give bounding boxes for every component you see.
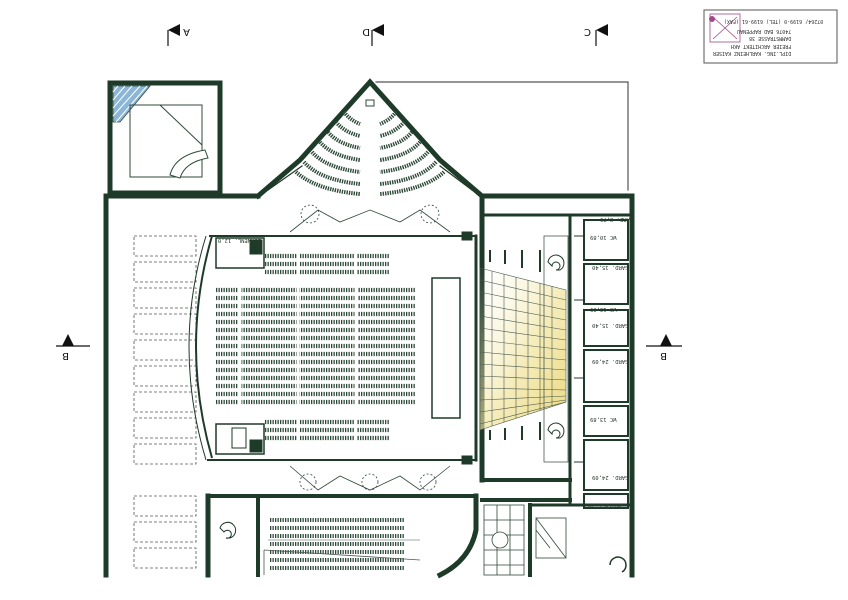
label-noten: NOTEN 5,28 [588,502,621,508]
section-marker-b-left: B [56,334,90,361]
section-marker-b-right-label: B [660,350,667,361]
section-marker-b-left-label: B [62,350,69,361]
label-garderobe-3: GARD. 15,40 [592,322,628,328]
section-marker-d-label: D [362,26,370,37]
building-outline [103,78,635,579]
lower-hall [219,518,421,575]
label-garderobe-2: GARD. 15,40 [592,264,628,270]
foyer-details [289,204,451,491]
label-wc-1: WC 10,89 [590,234,617,240]
balcony-seating [294,110,446,196]
stamp-line-2: FREIER ARCHITEKT AKH [731,43,791,49]
label-garderobe-4: GARD. 24,09 [592,358,628,364]
section-marker-b-right: B [646,334,682,361]
main-hall [188,231,473,465]
lower-stairwell [483,504,627,576]
architect-stamp: DIPL.ING. KARLHEINZ KAISER FREIER ARCHIT… [703,9,838,64]
label-wc-2: WC 13,89 [590,306,617,312]
stage-area [479,235,569,463]
stamp-line-3: DAMMSTRASSE 38 [749,35,791,41]
stamp-line-5: 07264/ 6199-0 (TEL) 6199-61 (FAX) [724,18,823,24]
label-garderobe-1: GARD. 8,70 [600,216,633,222]
section-marker-c: C [584,24,608,46]
section-marker-a: A [167,24,190,46]
stair-tower [112,85,209,179]
section-marker-c-label: C [584,26,591,37]
stamp-line-1: DIPL.ING. KARLHEINZ KAISER [712,50,791,56]
label-garderobe-5: GARD. 24,09 [592,474,628,480]
label-wc-3: WC 13,89 [590,416,617,422]
section-marker-d: D [362,24,384,46]
room-labels: GARD. 8,70 WC 10,89 GARD. 15,40 WC 13,89… [218,216,633,508]
main-seating-aisles [238,250,358,444]
stamp-line-4: 74076 BAD RAPPENAU [737,28,791,34]
label-buehnenlager: BÜHNENL. 12,0 [218,237,261,244]
parking-spaces [133,235,197,569]
main-seating [216,253,416,441]
dressing-rooms [574,219,629,509]
section-marker-a-label: A [183,26,190,37]
